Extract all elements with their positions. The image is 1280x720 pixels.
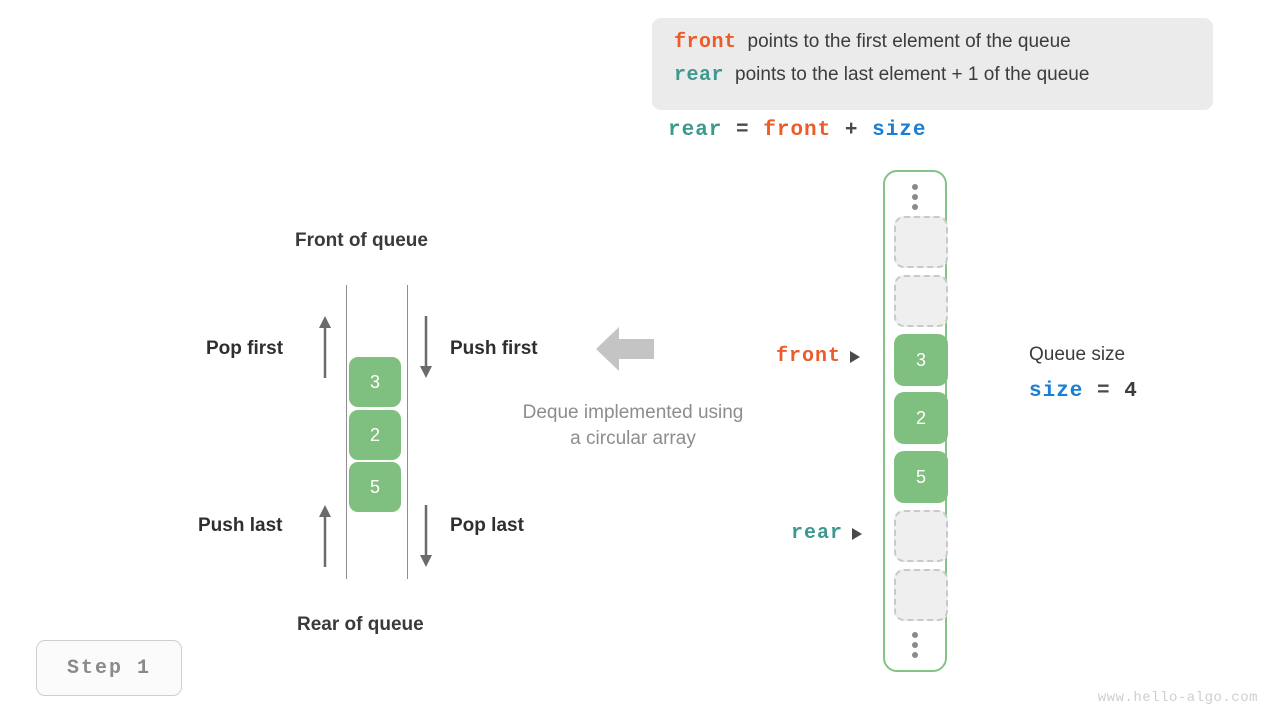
formula-front: front bbox=[763, 119, 832, 142]
deque-caption: Deque implemented using a circular array bbox=[493, 400, 773, 452]
array-slot-4: 2 bbox=[894, 392, 948, 444]
push-first-arrow-icon bbox=[420, 316, 432, 378]
rear-of-queue-label: Rear of queue bbox=[297, 614, 424, 635]
formula-size: size bbox=[872, 119, 927, 142]
ellipsis-top-icon bbox=[912, 184, 918, 210]
push-last-arrow-icon bbox=[319, 505, 331, 567]
formula-rear: rear bbox=[668, 119, 723, 142]
front-pointer: front bbox=[776, 345, 861, 368]
pop-last-arrow-icon bbox=[420, 505, 432, 567]
front-pointer-arrow-icon bbox=[850, 350, 861, 363]
ellipsis-bottom-icon bbox=[912, 632, 918, 658]
watermark: www.hello-algo.com bbox=[1097, 690, 1258, 706]
front-keyword: front bbox=[674, 31, 737, 54]
definition-line-front: front points to the first element of the… bbox=[674, 31, 1191, 64]
left-arrow-icon bbox=[596, 327, 654, 371]
formula-plus: + bbox=[844, 119, 859, 142]
size-value: 4 bbox=[1124, 380, 1138, 403]
step-badge: Step 1 bbox=[36, 640, 182, 696]
size-variable: size bbox=[1029, 380, 1084, 403]
definition-box: front points to the first element of the… bbox=[652, 18, 1213, 110]
formula-equals: = bbox=[736, 119, 750, 142]
rear-pointer-label: rear bbox=[791, 522, 844, 545]
front-of-queue-label: Front of queue bbox=[295, 230, 428, 251]
push-last-label: Push last bbox=[198, 515, 283, 536]
caption-line-1: Deque implemented using bbox=[522, 402, 744, 423]
pop-first-arrow-icon bbox=[319, 316, 331, 378]
rear-pointer: rear bbox=[791, 522, 863, 545]
pop-first-label: Pop first bbox=[206, 338, 284, 359]
push-first-label: Push first bbox=[450, 338, 538, 359]
caption-line-2: a circular array bbox=[570, 428, 696, 449]
array-slot-1 bbox=[894, 216, 948, 268]
queue-size-expression: size = 4 bbox=[1029, 380, 1138, 403]
front-pointer-label: front bbox=[776, 345, 842, 368]
front-description: points to the first element of the queue bbox=[747, 31, 1071, 52]
deque-rail-right bbox=[407, 285, 408, 579]
rear-description: points to the last element + 1 of the qu… bbox=[735, 64, 1090, 85]
array-slot-3: 3 bbox=[894, 334, 948, 386]
rear-keyword: rear bbox=[674, 64, 725, 87]
array-slot-7 bbox=[894, 569, 948, 621]
array-slot-2 bbox=[894, 275, 948, 327]
array-slot-5: 5 bbox=[894, 451, 948, 503]
deque-cell-1: 2 bbox=[349, 410, 401, 460]
rear-formula: rear = front + size bbox=[668, 119, 927, 142]
circular-array-container: 3 2 5 bbox=[883, 170, 948, 672]
deque-cell-2: 5 bbox=[349, 462, 401, 512]
pop-last-label: Pop last bbox=[450, 515, 524, 536]
array-slot-6 bbox=[894, 510, 948, 562]
rear-pointer-arrow-icon bbox=[852, 527, 863, 540]
size-equals: = bbox=[1097, 380, 1111, 403]
deque-cell-0: 3 bbox=[349, 357, 401, 407]
definition-line-rear: rear points to the last element + 1 of t… bbox=[674, 64, 1191, 97]
queue-size-label: Queue size bbox=[1029, 344, 1126, 365]
deque-rail-left bbox=[346, 285, 347, 579]
